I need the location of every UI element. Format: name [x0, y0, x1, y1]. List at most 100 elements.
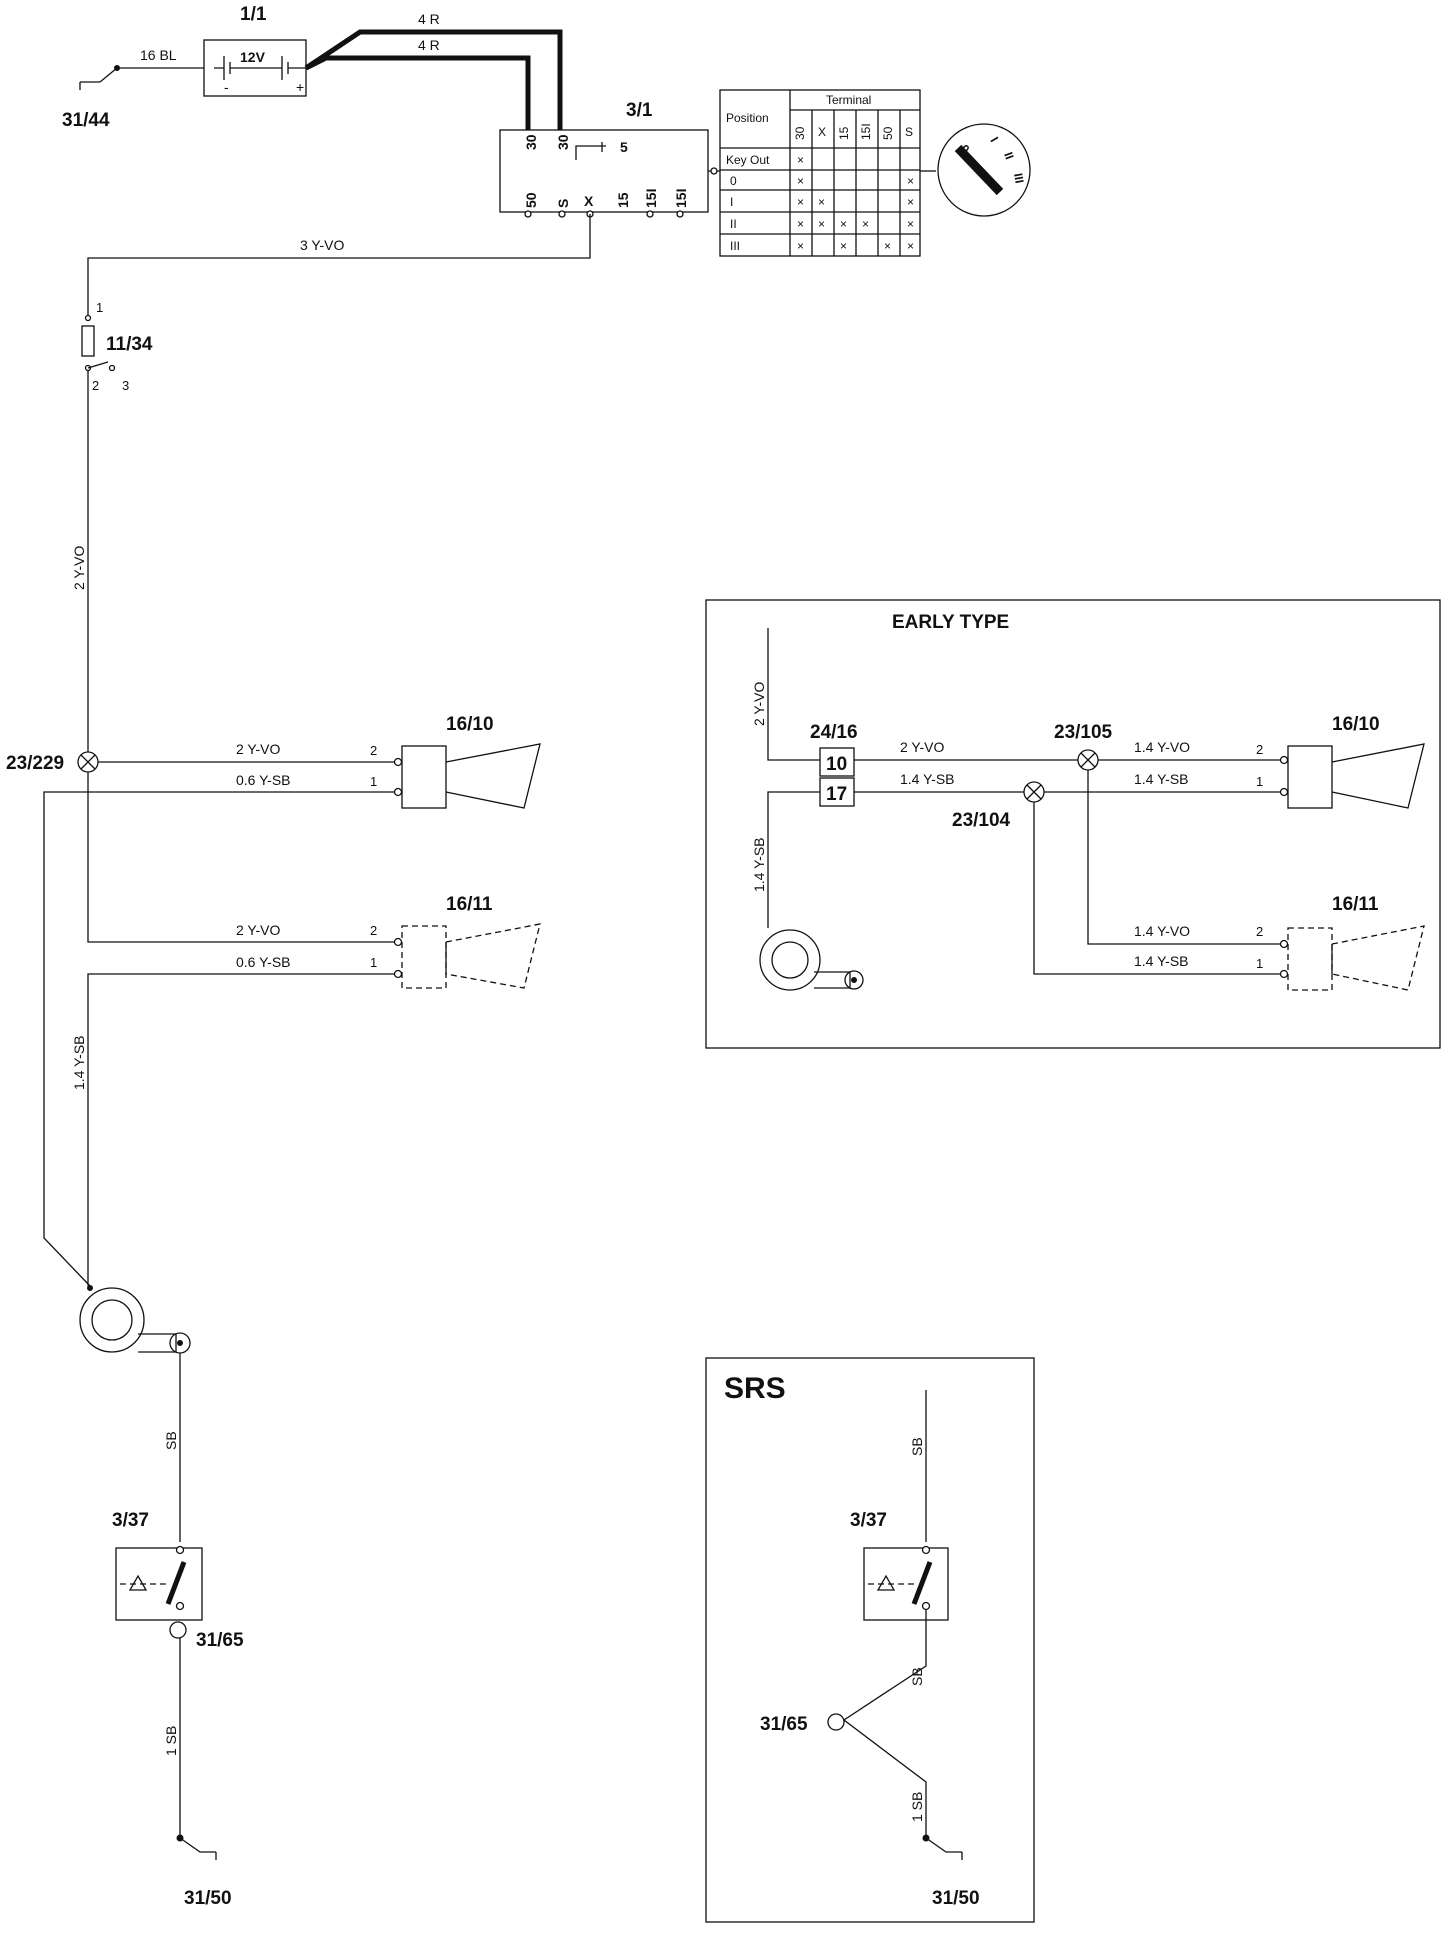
svg-text:×: ×	[797, 195, 804, 209]
srs-ground-31-50: 31/50	[922, 1834, 980, 1909]
table-col-50: 50	[881, 126, 895, 140]
splice-23-229: 23/229	[6, 751, 99, 774]
fuse-11-34: 1 2 3 11/34	[81, 300, 153, 393]
srs-ground-31-65: 31/65	[760, 1713, 845, 1735]
connector-24-16: 10 17 24/16	[810, 722, 858, 807]
svg-text:×: ×	[884, 239, 891, 253]
splice-23-229-label: 23/229	[6, 753, 64, 774]
early-horn-16-11: 2 1 16/11	[1256, 894, 1425, 991]
wire-battery-feed-1-label: 4 R	[418, 11, 440, 27]
svg-text:×: ×	[907, 195, 914, 209]
svg-text:×: ×	[818, 195, 825, 209]
battery-plus: +	[296, 79, 304, 95]
table-row-i: I	[730, 195, 733, 209]
wire-switch-feed-label: SB	[163, 1431, 179, 1450]
battery-1-1: 1/1 12V - +	[203, 4, 307, 97]
svg-text:×: ×	[840, 217, 847, 231]
early-type-panel: EARLY TYPE 2 Y-VO 1.4 Y-SB 10 17 24/16 2…	[705, 599, 1441, 1049]
wire-horn1-ctrl	[43, 791, 396, 1287]
splice-23-105-label: 23/105	[1054, 722, 1113, 743]
wire-battery-feed-1	[304, 29, 563, 130]
svg-text:×: ×	[862, 217, 869, 231]
early-wire-steering	[767, 791, 820, 928]
splice-23-104: 23/104	[952, 781, 1045, 831]
early-wire-in	[767, 628, 820, 761]
ground-31-65-label: 31/65	[196, 1630, 244, 1651]
wire-steering-ctrl-label: 1.4 Y-SB	[71, 1036, 87, 1091]
table-col-15: 15	[837, 126, 851, 140]
ground-31-65: 31/65	[169, 1621, 244, 1651]
table-col-x: X	[818, 125, 826, 139]
splice-23-105: 23/105	[1054, 722, 1113, 771]
early-wire-horn2-feed-label: 1.4 Y-VO	[1134, 923, 1190, 939]
wire-horn2-ctrl-label: 0.6 Y-SB	[236, 954, 291, 970]
srs-horn-switch-3-37: 3/37	[850, 1510, 949, 1621]
battery-voltage: 12V	[240, 49, 266, 65]
table-row-key-out: Key Out	[726, 153, 770, 167]
table-position-header: Position	[726, 111, 769, 125]
wire-fuse-out-label: 2 Y-VO	[71, 546, 87, 590]
fuse-pin-1: 1	[96, 300, 103, 315]
horn2-pin-1: 1	[370, 955, 377, 970]
early-wire-feed-label: 2 Y-VO	[900, 739, 944, 755]
wire-battery-ground-label: 16 BL	[140, 47, 177, 63]
wire-switch-out-label: 3 Y-VO	[300, 237, 344, 253]
splice-23-104-label: 23/104	[952, 810, 1011, 831]
svg-text:×: ×	[818, 217, 825, 231]
svg-text:×: ×	[907, 239, 914, 253]
svg-text:III: III	[1011, 172, 1027, 184]
horn2-pin-2: 2	[370, 923, 377, 938]
wire-switch-out	[87, 214, 591, 318]
svg-text:I: I	[987, 135, 1001, 145]
ignition-terminal-5: 5	[620, 139, 628, 155]
srs-ground-31-65-label: 31/65	[760, 1714, 808, 1735]
early-steering-contact-icon	[759, 929, 864, 991]
ignition-terminal-30b: 30	[555, 134, 571, 150]
fuse-label: 11/34	[106, 334, 153, 355]
table-terminal-header: Terminal	[826, 93, 871, 107]
wire-battery-feed-2	[304, 55, 531, 130]
fuse-pin-2: 2	[92, 378, 99, 393]
connector-24-16-label: 24/16	[810, 722, 858, 743]
early-horn1-pin-2: 2	[1256, 742, 1263, 757]
early-wire-horn1-feed-label: 1.4 Y-VO	[1134, 739, 1190, 755]
early-wire-horn1-ctrl-label: 1.4 Y-SB	[1134, 771, 1189, 787]
ignition-terminal-15: 15	[615, 192, 631, 208]
ground-31-44-label: 31/44	[62, 110, 110, 131]
table-marks: × ×× ××× ××××× ××××	[797, 153, 914, 253]
early-horn2-pin-1: 1	[1256, 956, 1263, 971]
early-type-title: EARLY TYPE	[892, 612, 1009, 633]
svg-text:×: ×	[797, 174, 804, 188]
connector-pin-10: 10	[826, 754, 847, 775]
wire-battery-feed-2-label: 4 R	[418, 37, 440, 53]
ignition-position-table: Position Terminal 30 X 15 15I 50 S Key O…	[719, 89, 921, 257]
early-wire-steering-label: 1.4 Y-SB	[751, 838, 767, 893]
wire-horn1-ctrl-label: 0.6 Y-SB	[236, 772, 291, 788]
ignition-terminal-30a: 30	[523, 134, 539, 150]
ground-31-50-label: 31/50	[184, 1888, 232, 1909]
steering-contact-icon	[79, 1285, 191, 1354]
srs-horn-switch-label: 3/37	[850, 1510, 887, 1531]
early-wire-ctrl-label: 1.4 Y-SB	[900, 771, 955, 787]
table-col-30: 30	[793, 126, 807, 140]
ignition-switch-label: 3/1	[626, 100, 653, 121]
early-horn1-pin-1: 1	[1256, 774, 1263, 789]
svg-text:×: ×	[797, 239, 804, 253]
svg-text:×: ×	[797, 153, 804, 167]
srs-wire-top-label: SB	[909, 1437, 925, 1456]
early-wire-horn2-ctrl-label: 1.4 Y-SB	[1134, 953, 1189, 969]
connector-pin-17: 17	[826, 784, 847, 805]
svg-text:×: ×	[907, 174, 914, 188]
srs-panel: SRS SB 3/37 SB 1 SB 31/65 31/50	[705, 1357, 1035, 1923]
horn-switch-3-37: 3/37	[112, 1510, 203, 1621]
table-row-0: 0	[730, 174, 737, 188]
srs-wire-bottom-label: 1 SB	[909, 1792, 925, 1822]
early-wire-horn2-ctrl	[1033, 802, 1282, 975]
wire-horn1-feed-label: 2 Y-VO	[236, 741, 280, 757]
ignition-terminal-s: S	[555, 199, 571, 208]
ground-31-44: 31/44	[62, 65, 120, 131]
srs-wire-mid-label: SB	[909, 1667, 925, 1686]
battery-label: 1/1	[240, 4, 267, 25]
svg-text:×: ×	[907, 217, 914, 231]
